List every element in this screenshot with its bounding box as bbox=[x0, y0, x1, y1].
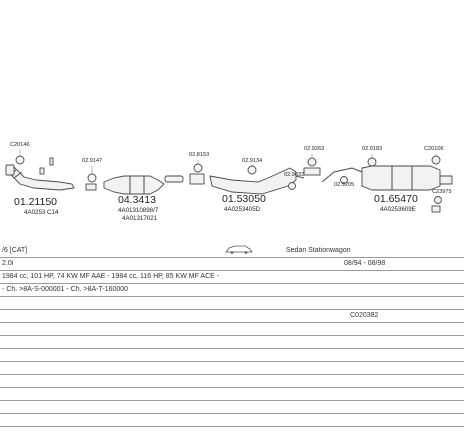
connector-pipe bbox=[164, 175, 184, 183]
info-row-empty-2 bbox=[0, 335, 464, 349]
info-row-empty-1 bbox=[0, 322, 464, 336]
clamp-02-9205-label: 02.9205 bbox=[334, 182, 354, 188]
clamp-02-8153: 02.8153 bbox=[189, 152, 209, 185]
info-row-spec: 1984 cc, 101 HP, 74 KW MF AAE - 1984 cc,… bbox=[0, 270, 464, 284]
clamp-02-9147-label: 02.9147 bbox=[82, 158, 102, 164]
catalyst-code: 04.3413 bbox=[118, 194, 156, 206]
hanger-c23975-label: C23975 bbox=[432, 189, 452, 195]
clamp-02-9033: 02.9033 bbox=[284, 172, 304, 190]
catalyst-part bbox=[103, 175, 165, 195]
clamp-02-9183: 02.9183 bbox=[362, 146, 382, 167]
info-row-empty-6 bbox=[0, 387, 464, 401]
car-silhouette-icon bbox=[225, 244, 253, 259]
downpipe-ref: 4A0253 C14 bbox=[24, 209, 59, 216]
info-row-engine: 2.0i 08/94 - 08/98 bbox=[0, 257, 464, 271]
downpipe-part bbox=[5, 157, 75, 191]
info-row-chassis: - Ch. >8A-S-000001 - Ch. >8A-T-160000 bbox=[0, 283, 464, 297]
vehicle-engine: 2.0i bbox=[2, 260, 14, 267]
info-row-empty-8 bbox=[0, 413, 464, 427]
clamp-02-9033-label: 02.9033 bbox=[284, 172, 304, 178]
vehicle-chassis: - Ch. >8A-S-000001 - Ch. >8A-T-160000 bbox=[2, 286, 129, 293]
info-row-blank bbox=[0, 296, 464, 310]
hanger-c23975: C23975 bbox=[431, 189, 452, 213]
clamp-02-8153-label: 02.8153 bbox=[189, 152, 209, 158]
downpipe-code: 01.21150 bbox=[14, 196, 57, 208]
vehicle-body: Sedan Stationwagon bbox=[286, 247, 351, 254]
vehicle-model: /6 [CAT] bbox=[2, 247, 28, 254]
rear-silencer-code: 01.65470 bbox=[374, 193, 418, 205]
clamp-02-9183-label: 02.9183 bbox=[362, 146, 382, 152]
info-row-model: /6 [CAT] Sedan Stationwagon bbox=[0, 244, 464, 258]
clamp-02-9147: 02.9147 bbox=[82, 158, 102, 191]
clamp-02-9134: 02.9134 bbox=[242, 158, 262, 175]
info-row-catalogue: C020382 bbox=[0, 309, 464, 323]
vehicle-spec: 1984 cc, 101 HP, 74 KW MF AAE - 1984 cc,… bbox=[2, 273, 220, 280]
vehicle-years: 08/94 - 08/98 bbox=[344, 260, 386, 267]
clamp-02-9263: 02.9263 bbox=[303, 146, 324, 176]
hanger-c20106: C20106 bbox=[424, 146, 444, 165]
catalyst-ref-1: 4A01310898/7 bbox=[118, 207, 159, 214]
info-row-empty-4 bbox=[0, 361, 464, 375]
info-row-empty-7 bbox=[0, 400, 464, 414]
clip-c20146-label: C20146 bbox=[10, 142, 30, 148]
middle-silencer-part bbox=[209, 167, 305, 195]
info-row-empty-5 bbox=[0, 374, 464, 388]
exhaust-system-diagram: C20146 01.21150 4A0253 C14 02.9147 04.34… bbox=[5, 142, 453, 222]
clamp-02-9263-label: 02.9263 bbox=[304, 146, 324, 152]
middle-silencer-code: 01.53050 bbox=[222, 193, 266, 205]
info-row-empty-3 bbox=[0, 348, 464, 362]
clip-c20146: C20146 bbox=[10, 142, 30, 165]
catalogue-number: C020382 bbox=[350, 312, 379, 319]
rear-silencer-ref: 4A0253609E bbox=[380, 206, 416, 213]
rear-silencer-part bbox=[321, 165, 453, 191]
catalyst-ref-2: 4A01317021 bbox=[122, 215, 158, 222]
middle-silencer-ref: 4A0253405D bbox=[224, 206, 261, 213]
clamp-02-9205: 02.9205 bbox=[334, 176, 354, 188]
clamp-02-9134-label: 02.9134 bbox=[242, 158, 262, 164]
hanger-c20106-label: C20106 bbox=[424, 146, 444, 152]
